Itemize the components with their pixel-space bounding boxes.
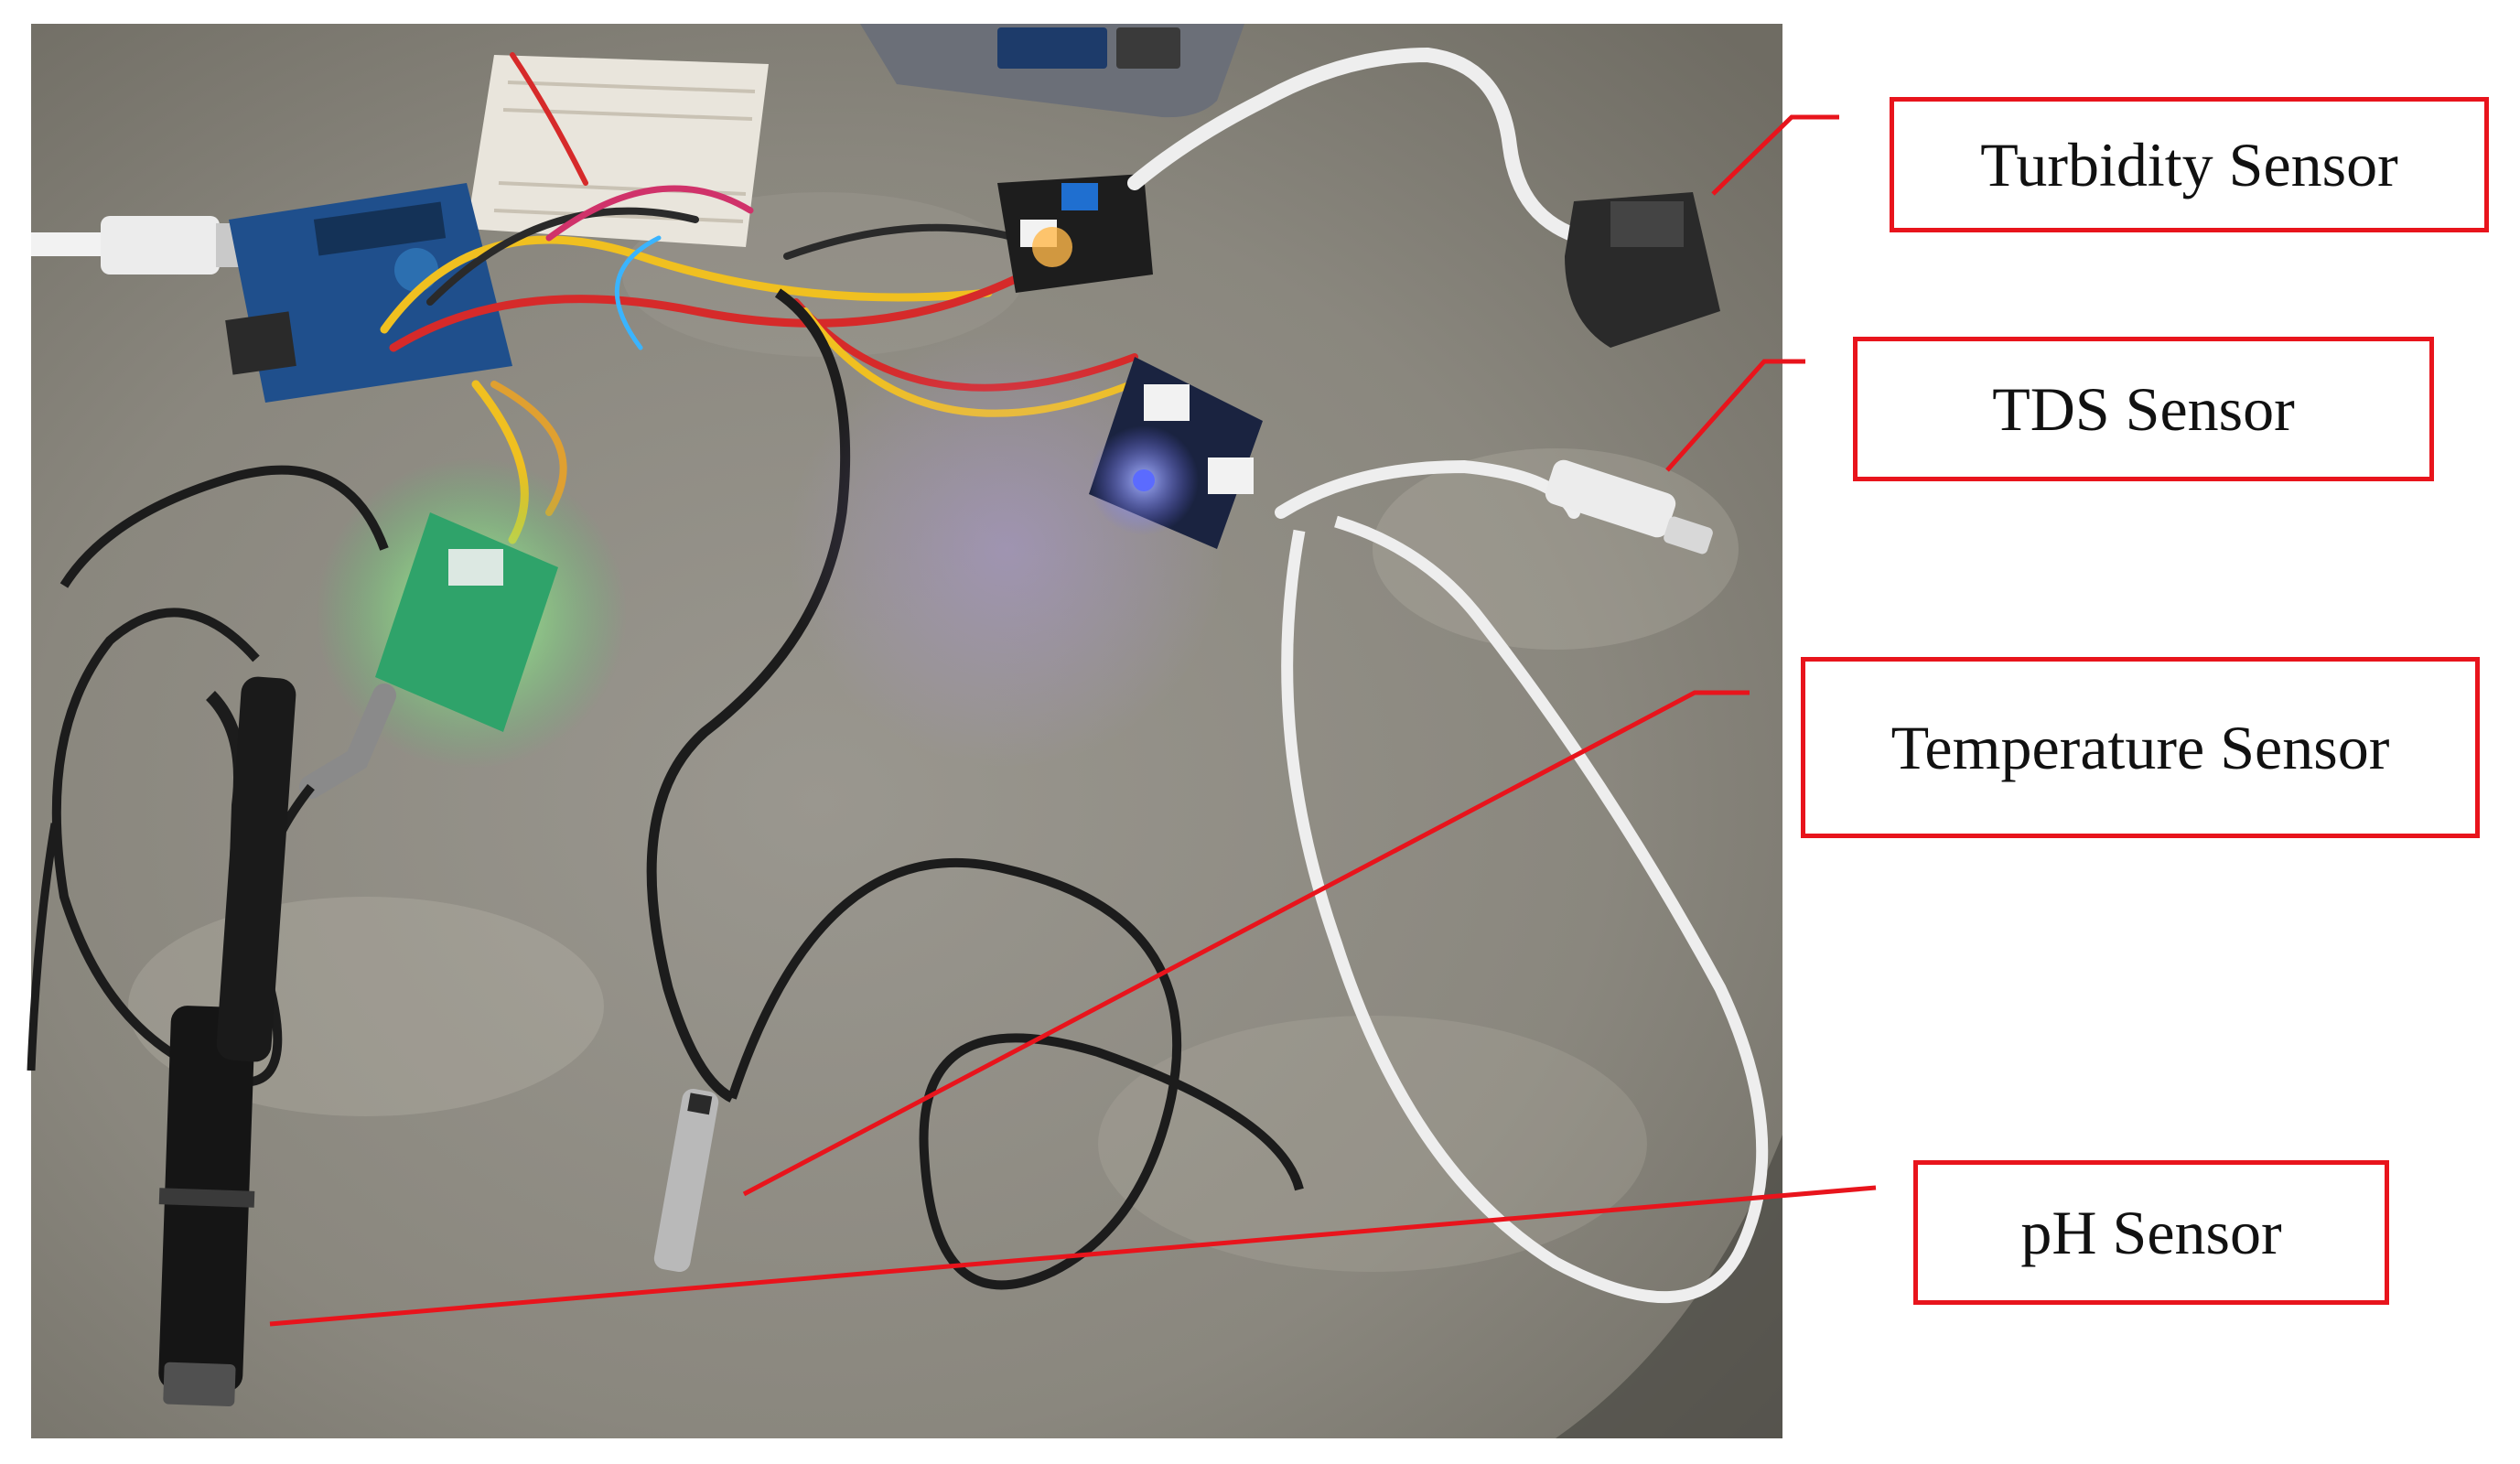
- laptop-corner: [860, 24, 1244, 118]
- turbidity-callout-line: [1711, 114, 1839, 196]
- turbidity-module: [997, 174, 1153, 293]
- table-edge-shadow: [1556, 1135, 1782, 1438]
- temperature-sensor-label: Temperature Sensor: [1801, 657, 2480, 838]
- ph-callout-line: [269, 1185, 1877, 1327]
- ph-sensor-module: [299, 458, 627, 799]
- breadboard: [467, 55, 769, 247]
- ph-sensor-label: pH Sensor: [1913, 1160, 2389, 1305]
- tds-module: [787, 329, 1263, 769]
- ph-probe: [27, 465, 389, 1406]
- arduino-board: [225, 183, 512, 403]
- tds-sensor-label: TDS Sensor: [1853, 337, 2434, 481]
- callout-lines: [269, 114, 1877, 1327]
- tds-callout-line: [1665, 359, 1805, 472]
- turbidity-sensor-label: Turbidity Sensor: [1890, 97, 2489, 232]
- tds-probe: [1275, 459, 1769, 1303]
- temperature-callout-line: [742, 690, 1750, 1197]
- turbidity-sensor: [1127, 47, 1720, 348]
